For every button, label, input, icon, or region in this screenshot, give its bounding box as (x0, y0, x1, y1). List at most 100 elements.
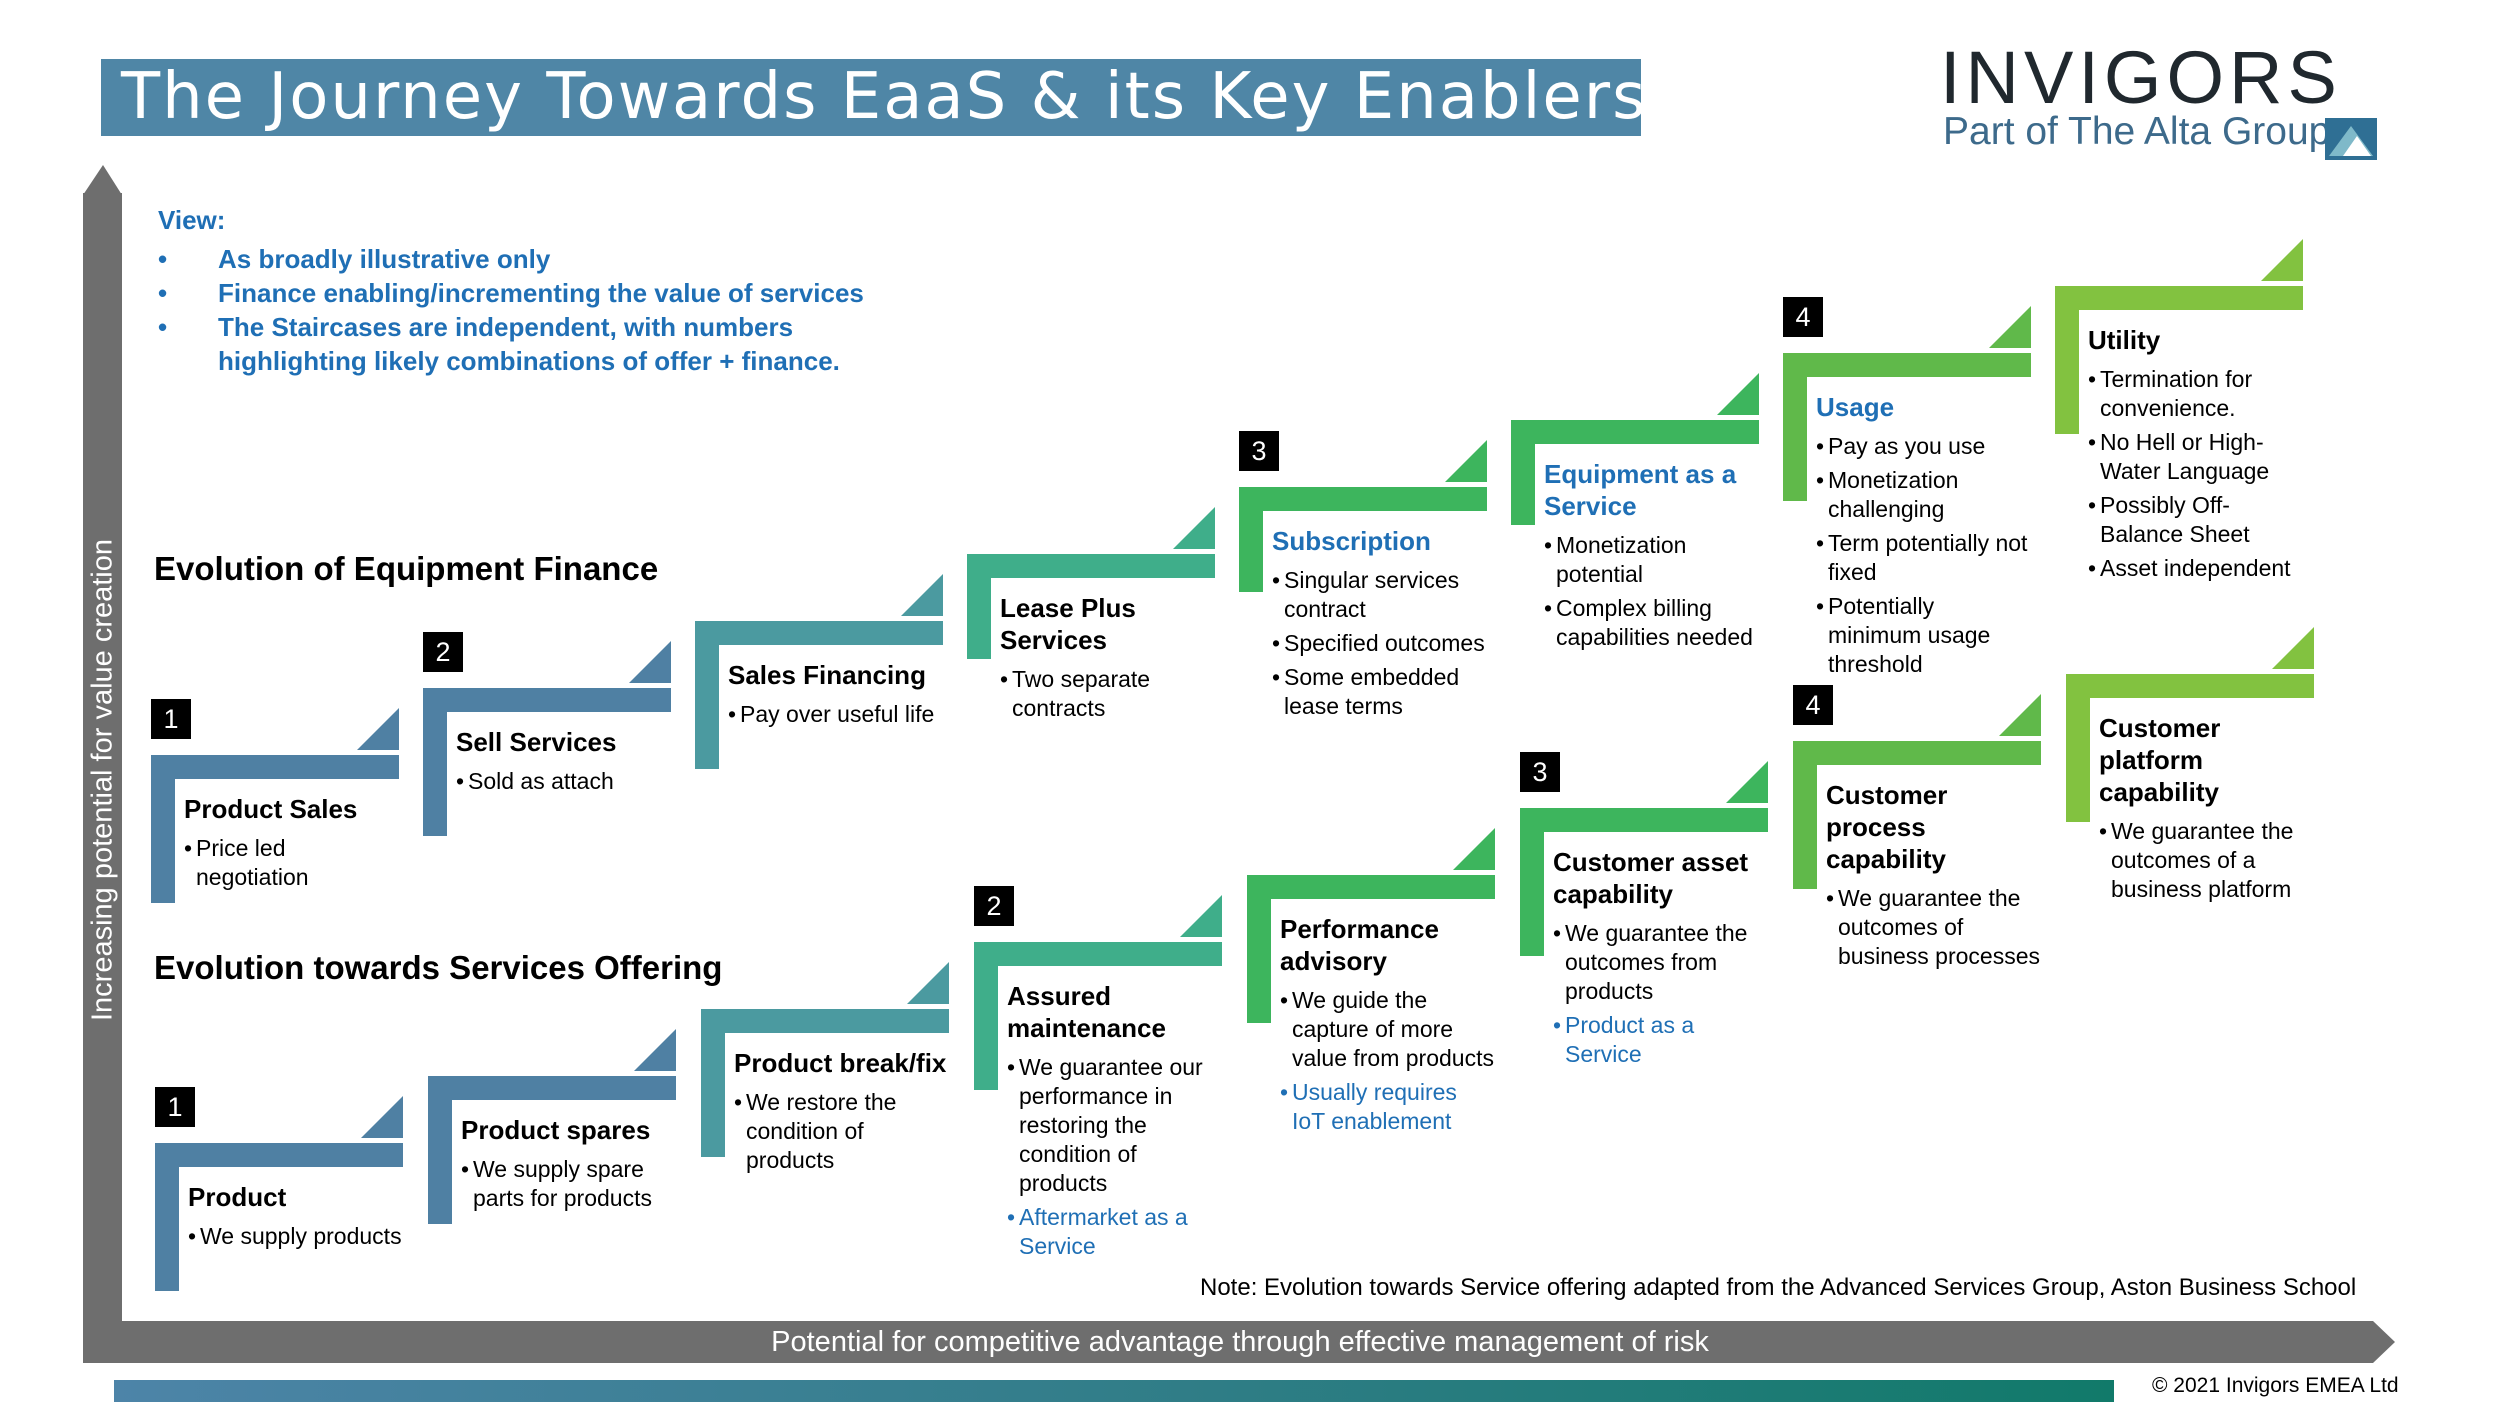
view-bullet: Finance enabling/incrementing the value … (158, 276, 938, 310)
step-top-bar (701, 1009, 949, 1033)
step-content: Equipment as a ServiceMonetization poten… (1544, 458, 1759, 657)
step-bullet: We guarantee the outcomes of business pr… (1826, 884, 2041, 971)
step-riser-bar (1247, 875, 1271, 1023)
step-bullet: Asset independent (2088, 554, 2303, 583)
step-number-badge: 4 (1793, 685, 1833, 725)
view-bullet: As broadly illustrative only (158, 242, 938, 276)
step-content: UsagePay as you useMonetization challeng… (1816, 391, 2031, 684)
step-title: Utility (2088, 325, 2161, 355)
step-number-badge: 1 (151, 699, 191, 739)
step-top-bar (1520, 808, 1768, 832)
y-axis-arrowhead (83, 165, 122, 195)
step-top-bar (967, 554, 1215, 578)
step-title: Product break/fix (734, 1048, 947, 1078)
step-top-bar (1793, 741, 2041, 765)
step-bullet: We guarantee the outcomes of a business … (2099, 817, 2314, 904)
step-bullet: Possibly Off-Balance Sheet (2088, 491, 2303, 549)
step-arrow-icon (1180, 895, 1222, 937)
step-title: Performance advisory (1280, 914, 1439, 976)
step-bullet: Term potentially not fixed (1816, 529, 2031, 587)
step-bullet: We supply products (188, 1222, 403, 1251)
step-bullet: Some embedded lease terms (1272, 663, 1487, 721)
step-title: Subscription (1272, 526, 1431, 556)
step-bullet: Specified outcomes (1272, 629, 1487, 658)
step-bullet: Two separate contracts (1000, 665, 1215, 723)
y-axis-arrow (83, 193, 122, 1363)
step-arrow-icon (2261, 239, 2303, 281)
step-title: Lease Plus Services (1000, 593, 1136, 655)
step-content: Product break/fixWe restore the conditio… (734, 1047, 949, 1180)
footer-gradient-bar (114, 1380, 2114, 1402)
step-number-badge: 1 (155, 1087, 195, 1127)
step-top-bar (423, 688, 671, 712)
services-section-heading: Evolution towards Services Offering (154, 949, 723, 986)
copyright-text: © 2021 Invigors EMEA Ltd (2152, 1374, 2399, 1397)
step-riser-bar (1511, 420, 1535, 525)
x-axis-arrowhead (2373, 1321, 2395, 1363)
page-title: The Journey Towards EaaS & its Key Enabl… (101, 59, 1645, 136)
step-arrow-icon (629, 641, 671, 683)
view-heading: View: (158, 205, 226, 235)
company-logo-subtitle: Part of The Alta Group (1943, 110, 2331, 153)
step-bullet: We guide the capture of more value from … (1280, 986, 1495, 1073)
step-content: Customer process capability We guarantee … (1826, 779, 2041, 976)
step-title: Sales Financing (728, 660, 926, 690)
step-riser-bar (423, 688, 447, 836)
step-highlight-bullet: Usually requires IoT enablement (1280, 1078, 1495, 1136)
step-bullet: Monetization potential (1544, 531, 1759, 589)
step-riser-bar (2055, 286, 2079, 434)
step-content: Customer asset capabilityWe guarantee th… (1553, 846, 1768, 1074)
step-riser-bar (695, 621, 719, 769)
y-axis-label: Increasing potential for value creation (86, 538, 119, 1022)
step-riser-bar (1793, 741, 1817, 889)
step-top-bar (2055, 286, 2303, 310)
step-bullet: Monetization challenging (1816, 466, 2031, 524)
finance-section-heading: Evolution of Equipment Finance (154, 550, 659, 587)
step-number-badge: 2 (974, 886, 1014, 926)
step-bullet: No Hell or High-Water Language (2088, 428, 2303, 486)
step-bullet: Pay over useful life (728, 700, 943, 729)
step-content: Product sparesWe supply spare parts for … (461, 1114, 676, 1218)
step-content: UtilityTermination for convenience.No He… (2088, 324, 2303, 588)
step-bullet: We guarantee the outcomes from products (1553, 919, 1768, 1006)
step-riser-bar (155, 1143, 179, 1291)
step-title: Product (188, 1182, 287, 1212)
step-arrow-icon (1726, 761, 1768, 803)
step-bullet: Singular services contract (1272, 566, 1487, 624)
step-content: Lease Plus ServicesTwo separate contract… (1000, 592, 1215, 728)
step-top-bar (151, 755, 399, 779)
view-notes: View: As broadly illustrative only Finan… (158, 205, 938, 378)
step-bullet: Termination for convenience. (2088, 365, 2303, 423)
alta-logo-icon (2325, 118, 2377, 160)
step-riser-bar (701, 1009, 725, 1157)
step-bullet: Potentially minimum usage threshold (1816, 592, 2031, 679)
step-arrow-icon (1717, 373, 1759, 415)
step-top-bar (1239, 487, 1487, 511)
step-top-bar (1247, 875, 1495, 899)
step-arrow-icon (2272, 627, 2314, 669)
x-axis-label: Potential for competitive advantage thro… (771, 1326, 1709, 1358)
step-arrow-icon (361, 1096, 403, 1138)
step-arrow-icon (901, 574, 943, 616)
step-number-badge: 3 (1520, 752, 1560, 792)
x-axis-arrow (83, 1321, 2373, 1363)
step-arrow-icon (1445, 440, 1487, 482)
step-content: SubscriptionSingular services contractSp… (1272, 525, 1487, 726)
step-riser-bar (2066, 674, 2090, 822)
step-arrow-icon (1989, 306, 2031, 348)
step-content: Sell ServicesSold as attach (456, 726, 671, 801)
step-title: Assured maintenance (1007, 981, 1166, 1043)
step-title: Customer process capability (1826, 780, 1948, 874)
view-bullet-list: As broadly illustrative only Finance ena… (158, 242, 938, 378)
step-top-bar (695, 621, 943, 645)
company-logo-name: INVIGORS (1940, 36, 2342, 119)
step-bullet: Complex billing capabilities needed (1544, 594, 1759, 652)
step-content: Assured maintenanceWe guarantee our perf… (1007, 980, 1222, 1266)
step-top-bar (974, 942, 1222, 966)
step-bullet: Price led negotiation (184, 834, 399, 892)
step-content: Sales FinancingPay over useful life (728, 659, 943, 734)
step-title: Equipment as a Service (1544, 459, 1737, 521)
step-top-bar (428, 1076, 676, 1100)
step-title: Customer platform capability (2099, 713, 2221, 807)
step-riser-bar (974, 942, 998, 1090)
